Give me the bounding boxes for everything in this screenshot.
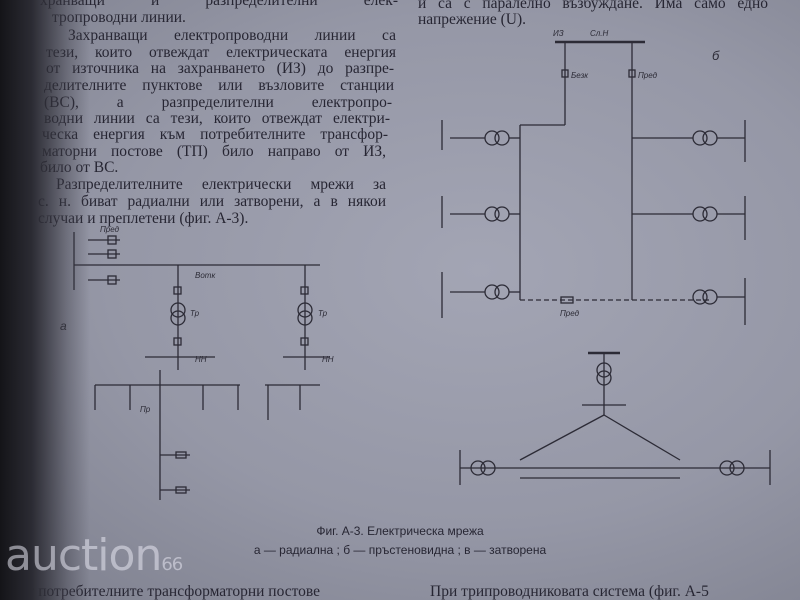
text-line: било от ВС. bbox=[40, 159, 119, 176]
text-line: ческа енергия към потребителните трансфо… bbox=[42, 126, 388, 143]
text-line: от източника на захранването (ИЗ) до раз… bbox=[46, 60, 394, 77]
text-line: делителните пунктове или възловите станц… bbox=[44, 77, 394, 94]
label-tr-2: Тр bbox=[318, 309, 328, 318]
watermark-logo: auction66 bbox=[5, 534, 183, 587]
bottom-text-right: При трипроводниковата система (фиг. А-5 bbox=[430, 583, 709, 600]
label-pred-b: Пред bbox=[638, 71, 658, 80]
text-line: водни линии са тези, които отвеждат елек… bbox=[44, 110, 390, 127]
text-line: тези, които отвеждат електрическата енер… bbox=[46, 44, 396, 61]
watermark-suffix: 66 bbox=[161, 554, 183, 575]
text-line: и са с паралелно възбуждане. Има само ед… bbox=[418, 0, 768, 12]
label-bez: Безк bbox=[571, 71, 589, 80]
label-a: а bbox=[60, 319, 67, 333]
watermark-text: auction bbox=[5, 530, 162, 581]
text-line: Разпределителните електрически мрежи за bbox=[56, 176, 386, 193]
diagram-closed bbox=[459, 351, 771, 485]
bottom-text-left: от потребителните трансформаторни постов… bbox=[20, 583, 321, 600]
label-source: ИЗ bbox=[553, 29, 564, 38]
text-line: напрежение (U). bbox=[418, 11, 527, 28]
label-tr: Тр bbox=[190, 309, 200, 318]
text-line: с. н. биват радиални или затворени, а в … bbox=[38, 193, 386, 210]
label-pred: Пред bbox=[100, 225, 120, 234]
text-line: тропроводни линии. bbox=[52, 9, 186, 26]
text-line: (ВС), а разпределителни електропро- bbox=[44, 94, 392, 111]
label-bus: Сл.Н bbox=[590, 29, 609, 38]
label-pred-c: Пред bbox=[560, 309, 580, 318]
text-line: хранващи и разпределителни елек- bbox=[40, 0, 398, 9]
label-nn: НН bbox=[195, 355, 207, 364]
figure-caption: Фиг. А-3. Електрическа мрежа bbox=[316, 524, 484, 538]
label-b: б bbox=[712, 48, 720, 63]
label-votk: Вотк bbox=[195, 271, 216, 280]
text-line: случаи и преплетени (фиг. А-3). bbox=[38, 210, 249, 227]
figure-legend: а — радиална ; б — пръстеновидна ; в — з… bbox=[253, 543, 547, 557]
text-line: маторни постове (ТП) било направо от ИЗ, bbox=[42, 143, 386, 160]
text-line: Захранващи електропроводни линии са bbox=[68, 27, 396, 44]
label-nn-2: НН bbox=[322, 355, 334, 364]
label-pr: Пр bbox=[140, 405, 151, 414]
diagram-radial: а Пред Вотк Тр Тр НН НН Пр bbox=[60, 225, 334, 500]
diagram-ring: ИЗ Сл.Н Безк Пред Пред б bbox=[441, 29, 746, 325]
